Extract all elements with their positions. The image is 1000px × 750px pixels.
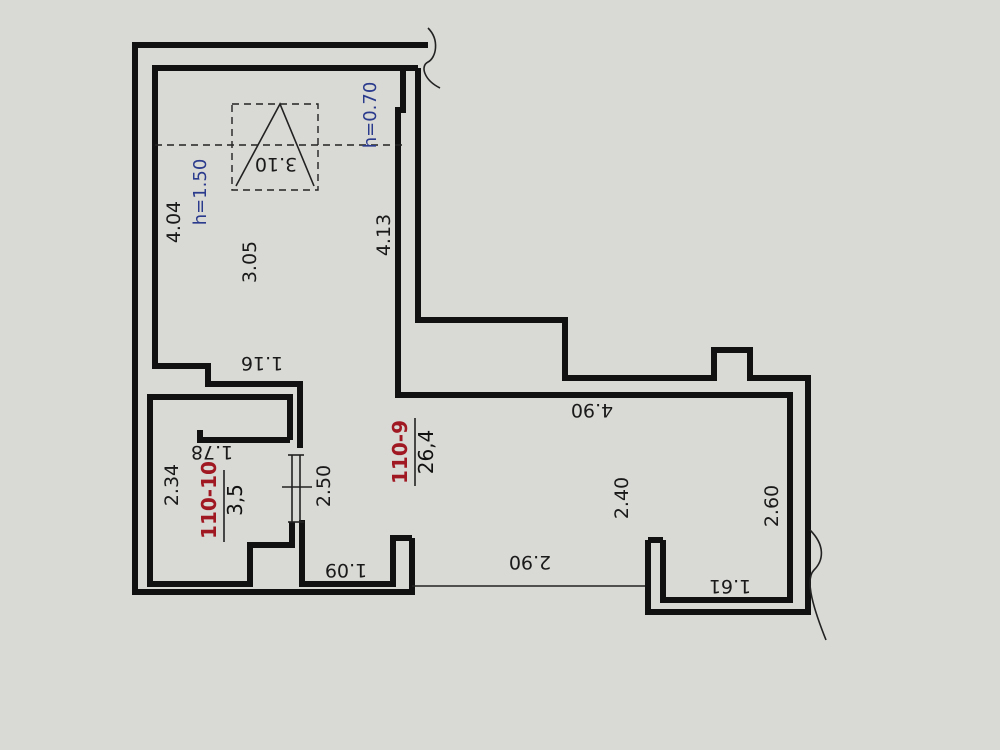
room-id-110-9: 110-9	[388, 420, 412, 484]
dim-2-50: 2.50	[313, 465, 335, 507]
bay-wall	[645, 540, 811, 615]
dim-2-34: 2.34	[161, 464, 183, 506]
dim-1-16: 1.16	[241, 352, 283, 374]
bay-inner-wall	[660, 540, 793, 603]
upper-room-right-wall	[395, 68, 793, 540]
partition-lower	[299, 520, 412, 587]
dim-4-04: 4.04	[163, 201, 185, 243]
height-note-1-50: h=1.50	[190, 159, 211, 226]
dim-2-40: 2.40	[611, 477, 633, 519]
outer-wall	[132, 42, 428, 595]
dim-2-60: 2.60	[761, 485, 783, 527]
vent-triangle	[235, 102, 315, 187]
small-room-wall	[147, 394, 295, 587]
dim-3-05: 3.05	[239, 241, 261, 283]
room-id-110-10: 110-10	[197, 461, 221, 539]
outer-right-wall	[415, 68, 811, 545]
dim-3-10: 3.10	[255, 153, 297, 175]
dim-2-90: 2.90	[509, 551, 551, 573]
break-line-bottom	[809, 529, 827, 641]
height-note-0-70: h=0.70	[360, 82, 381, 149]
dim-1-09: 1.09	[325, 559, 367, 581]
dim-4-13: 4.13	[373, 214, 395, 256]
main-room-wall	[152, 65, 418, 448]
break-line-top	[423, 27, 441, 89]
small-room-inner-wall	[197, 430, 290, 443]
room-area-110-10: 3,5	[223, 484, 247, 516]
dim-4-90: 4.90	[571, 399, 613, 421]
dim-1-61: 1.61	[709, 575, 751, 597]
vent-box	[231, 103, 319, 191]
room-area-110-9: 26,4	[414, 430, 438, 475]
dim-1-78: 1.78	[191, 441, 233, 463]
